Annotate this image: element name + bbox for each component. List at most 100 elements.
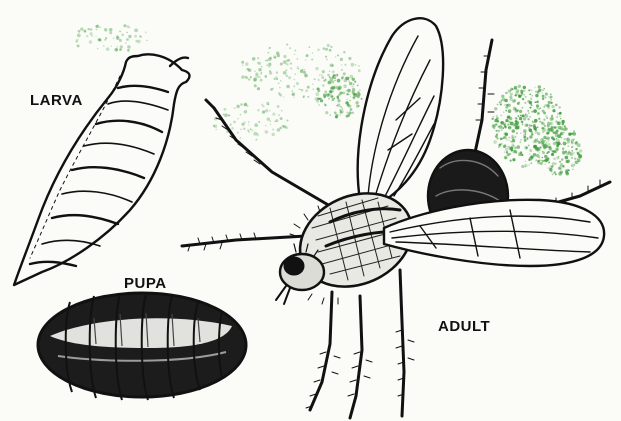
foliage-speck — [278, 83, 279, 84]
foliage-speck — [90, 28, 93, 31]
foliage-speck — [261, 66, 263, 68]
foliage-speck — [295, 50, 297, 52]
foliage-speck — [280, 117, 283, 120]
foliage-speck — [337, 54, 339, 56]
foliage-speck — [329, 70, 331, 72]
foliage-speck — [551, 127, 554, 130]
foliage-speck — [541, 143, 544, 146]
foliage-speck — [298, 89, 299, 90]
foliage-speck — [506, 139, 508, 141]
foliage-speck — [528, 112, 530, 114]
foliage-speck — [244, 121, 246, 123]
foliage-speck — [558, 142, 561, 145]
foliage-speck — [269, 71, 272, 74]
foliage-speck — [505, 110, 507, 112]
foliage-speck — [339, 92, 342, 95]
foliage-speck — [292, 90, 294, 92]
foliage-speck — [528, 127, 529, 128]
foliage-speck — [234, 107, 236, 109]
foliage-speck — [334, 98, 335, 99]
foliage-speck — [571, 146, 573, 148]
foliage-speck — [518, 102, 520, 104]
foliage-speck — [504, 99, 508, 103]
foliage-speck — [337, 79, 341, 83]
foliage-speck — [561, 159, 563, 161]
foliage-speck — [273, 55, 276, 58]
foliage-speck — [554, 139, 556, 141]
foliage-speck — [325, 48, 328, 51]
foliage-speck — [571, 133, 573, 135]
foliage-speck — [536, 101, 539, 104]
foliage-speck — [85, 31, 87, 33]
foliage-speck — [550, 117, 553, 120]
foliage-speck — [260, 73, 262, 75]
foliage-speck — [525, 161, 526, 162]
foliage-speck — [561, 144, 562, 145]
foliage-speck — [518, 115, 520, 117]
foliage-speck — [504, 156, 508, 160]
foliage-speck — [319, 74, 321, 76]
foliage-speck — [554, 171, 556, 173]
foliage-speck — [524, 164, 527, 167]
foliage-speck — [504, 151, 505, 152]
foliage-speck — [492, 125, 495, 128]
foliage-speck — [556, 138, 558, 140]
foliage-speck — [343, 84, 347, 88]
foliage-speck — [497, 104, 499, 106]
foliage-speck — [104, 28, 107, 31]
foliage-speck — [507, 153, 510, 156]
foliage-speck — [556, 130, 559, 133]
foliage-speck — [552, 109, 555, 112]
foliage-speck — [116, 35, 119, 38]
foliage-speck — [257, 109, 259, 111]
foliage-speck — [269, 120, 271, 122]
foliage-speck — [276, 71, 278, 73]
foliage-speck — [277, 54, 280, 57]
foliage-speck — [540, 159, 541, 160]
foliage-speck — [542, 110, 545, 113]
foliage-speck — [553, 142, 556, 145]
foliage-speck — [520, 132, 522, 134]
foliage-speck — [504, 104, 506, 106]
foliage-speck — [250, 76, 252, 78]
foliage-speck — [562, 165, 564, 167]
foliage-speck — [521, 121, 524, 124]
foliage-speck — [562, 151, 565, 154]
foliage-speck — [577, 158, 578, 159]
foliage-speck — [247, 129, 249, 131]
foliage-speck — [146, 40, 147, 41]
foliage-speck — [531, 89, 533, 91]
foliage-speck — [292, 93, 295, 96]
foliage-speck — [322, 70, 325, 73]
foliage-speck — [279, 127, 282, 130]
foliage-speck — [341, 69, 343, 71]
foliage-speck — [361, 98, 363, 100]
foliage-speck — [348, 105, 351, 108]
foliage-speck — [555, 163, 557, 165]
foliage-speck — [523, 94, 525, 96]
foliage-speck — [258, 121, 260, 123]
foliage-speck — [229, 123, 231, 125]
foliage-speck — [524, 146, 528, 150]
foliage-speck — [550, 122, 553, 125]
foliage-speck — [330, 46, 332, 48]
foliage-speck — [546, 117, 548, 119]
foliage-speck — [520, 141, 522, 143]
foliage-speck — [537, 112, 540, 115]
foliage-speck — [244, 103, 247, 106]
foliage-speck — [87, 28, 89, 30]
foliage-speck — [307, 96, 309, 98]
foliage-speck — [334, 111, 337, 114]
foliage-speck — [542, 129, 545, 132]
foliage-speck — [248, 121, 250, 123]
foliage-speck — [551, 105, 554, 108]
foliage-speck — [571, 163, 573, 165]
foliage-speck — [344, 79, 348, 83]
foliage-speck — [510, 160, 512, 162]
foliage-speck — [542, 151, 545, 154]
foliage-speck — [320, 99, 323, 102]
foliage-speck — [267, 117, 270, 120]
foliage-speck — [537, 132, 540, 135]
foliage-speck — [534, 139, 537, 142]
foliage-speck — [500, 101, 502, 103]
